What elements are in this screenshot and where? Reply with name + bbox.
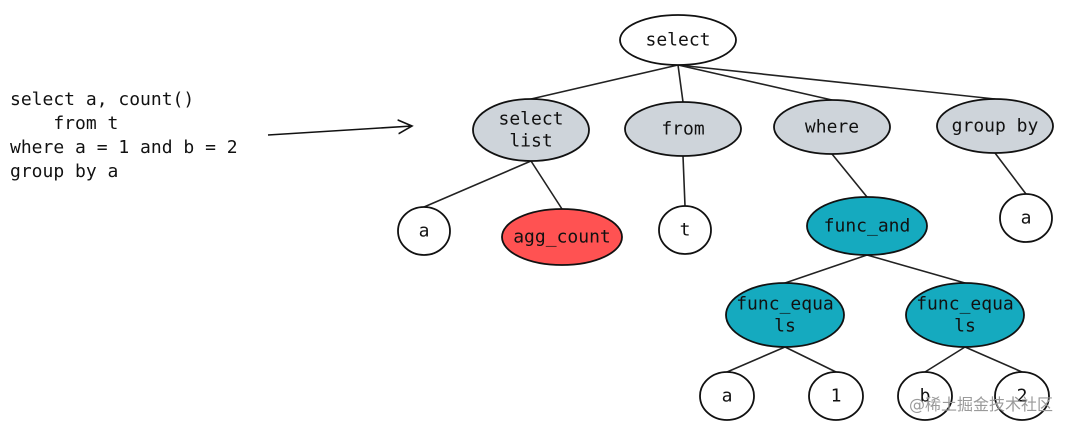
transform-arrow — [267, 126, 412, 136]
node-select: select — [619, 14, 737, 66]
node-group-by-label: group by — [952, 116, 1039, 137]
node-select-list-label: select — [498, 109, 563, 130]
node-two-label: 2 — [1017, 386, 1028, 407]
node-func-and-label: func_and — [824, 216, 911, 237]
tree-edge-select-to-select-list — [530, 64, 679, 100]
node-a-col-shape — [397, 206, 451, 256]
node-func-equals-1-label: func_equa — [736, 294, 834, 315]
node-a-group: a — [999, 193, 1053, 243]
tree-edge-select-list-to-agg-count — [530, 160, 563, 210]
node-group-by: group by — [936, 98, 1054, 154]
tree-edge-select-to-group-by — [677, 64, 996, 100]
node-a-col: a — [397, 206, 451, 256]
tree-edge-select-list-to-a-col — [423, 160, 532, 208]
node-from: from — [624, 101, 742, 157]
node-select-shape — [619, 14, 737, 66]
tree-edge-select-to-from — [677, 64, 684, 103]
node-agg-count: agg_count — [501, 208, 623, 266]
node-func-equals-2-shape — [905, 282, 1025, 348]
node-func-and: func_and — [806, 196, 928, 256]
sql-query: select a, count() from t where a = 1 and… — [10, 88, 238, 184]
node-one-shape — [808, 371, 864, 421]
tree-edges — [423, 64, 1027, 373]
node-t: t — [658, 205, 712, 255]
node-two-shape — [994, 371, 1050, 421]
tree-edge-func-equals-2-to-two — [964, 346, 1023, 373]
node-b-label: b — [920, 386, 931, 407]
tree-edge-from-to-t — [682, 155, 686, 207]
tree-edge-func-equals-2-to-b — [924, 346, 966, 373]
node-where-shape — [773, 99, 891, 155]
node-where-label: where — [805, 117, 859, 138]
sql-line: from t — [10, 113, 119, 134]
node-func-equals-1-label: ls — [774, 316, 796, 337]
node-one-label: 1 — [831, 386, 842, 407]
node-where: where — [773, 99, 891, 155]
tree-edge-select-to-where — [677, 64, 833, 101]
node-one: 1 — [808, 371, 864, 421]
node-a-eq-label: a — [722, 386, 733, 407]
tree-edge-func-equals-1-to-a-eq — [726, 346, 786, 373]
node-group-by-shape — [936, 98, 1054, 154]
node-select-label: select — [645, 30, 710, 51]
node-agg-count-shape — [501, 208, 623, 266]
node-b: b — [897, 371, 953, 421]
node-from-shape — [624, 101, 742, 157]
node-b-shape — [897, 371, 953, 421]
tree-edge-func-and-to-func-equals-1 — [784, 254, 868, 284]
node-func-equals-2-label: ls — [954, 316, 976, 337]
sql-line: select a, count() — [10, 89, 195, 110]
tree-edge-func-and-to-func-equals-2 — [866, 254, 966, 284]
node-a-group-shape — [999, 193, 1053, 243]
node-func-and-shape — [806, 196, 928, 256]
node-from-label: from — [661, 119, 704, 140]
tree-edge-group-by-to-a-group — [994, 152, 1027, 195]
node-t-label: t — [680, 220, 691, 241]
node-two: 2 — [994, 371, 1050, 421]
tree-edge-func-equals-1-to-one — [784, 346, 837, 373]
sql-line: where a = 1 and b = 2 — [10, 137, 238, 158]
tree-edge-where-to-func-and — [831, 153, 868, 198]
node-select-list-shape — [472, 98, 590, 162]
node-agg-count-label: agg_count — [513, 227, 611, 248]
node-func-equals-2-label: func_equa — [916, 294, 1014, 315]
node-select-list-label: list — [509, 131, 552, 152]
node-func-equals-1-shape — [725, 282, 845, 348]
node-a-eq: a — [699, 371, 755, 421]
node-a-col-label: a — [419, 221, 430, 242]
node-a-eq-shape — [699, 371, 755, 421]
node-t-shape — [658, 205, 712, 255]
node-a-group-label: a — [1021, 208, 1032, 229]
sql-line: group by a — [10, 161, 119, 182]
watermark: @稀土掘金技术社区 — [908, 395, 1053, 414]
